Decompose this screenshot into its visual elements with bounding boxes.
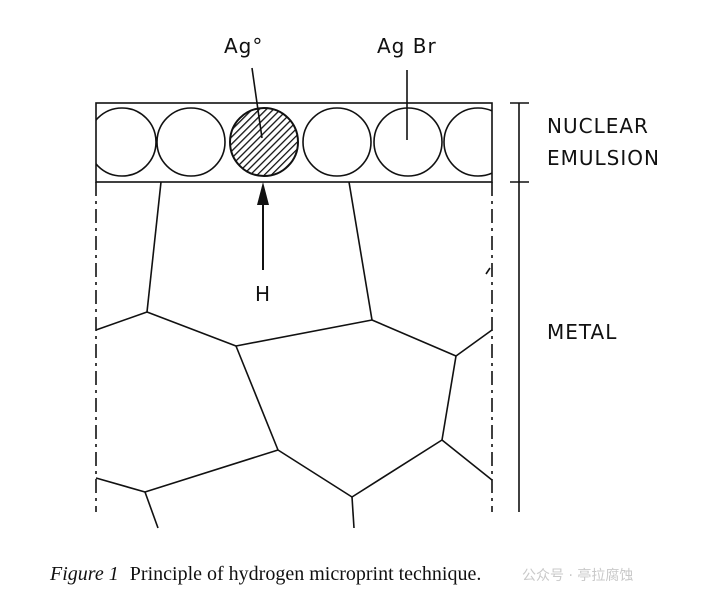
agbr-grain [96,107,157,177]
agbr-grain [443,107,492,177]
section-boundaries [95,182,493,512]
grain-boundary [95,439,493,498]
agbr-grain [373,107,443,177]
grain-boundary [351,496,355,529]
metal-label: METAL [547,320,617,344]
emulsion-strip [95,102,493,183]
agbr-grain [302,107,372,177]
caption-figure-number: Figure 1 [49,563,119,585]
label-pointers [251,67,408,140]
hydrogen-label: H [255,282,271,306]
emulsion-label: EMULSION [547,146,660,170]
grain-boundary [235,345,279,451]
ag0-label: Ag° [224,34,263,58]
figure-caption: Figure 1 Principle of hydrogen microprin… [49,563,481,585]
agbr-grains [96,107,492,177]
watermark: 公众号 · 亭拉腐蚀 [522,567,633,584]
grain-boundary [348,181,373,321]
agbr-label: Ag Br [377,34,437,58]
hydrogen-arrow [257,182,269,270]
grain-boundary [146,181,162,313]
silver-grain [229,107,299,177]
grain-boundary [95,311,237,347]
grain-tick [485,267,491,275]
caption-text: Principle of hydrogen microprint techniq… [130,563,482,585]
grain-boundary [235,319,493,357]
emulsion-layer [95,102,493,183]
grain-boundary [144,491,159,529]
layer-brackets [510,102,529,512]
nuclear-label: NUCLEAR [547,114,649,138]
metal-grain-boundaries [95,181,493,529]
ag0-pointer [251,67,263,139]
agbr-grain [156,107,226,177]
grain-boundary [441,355,457,441]
